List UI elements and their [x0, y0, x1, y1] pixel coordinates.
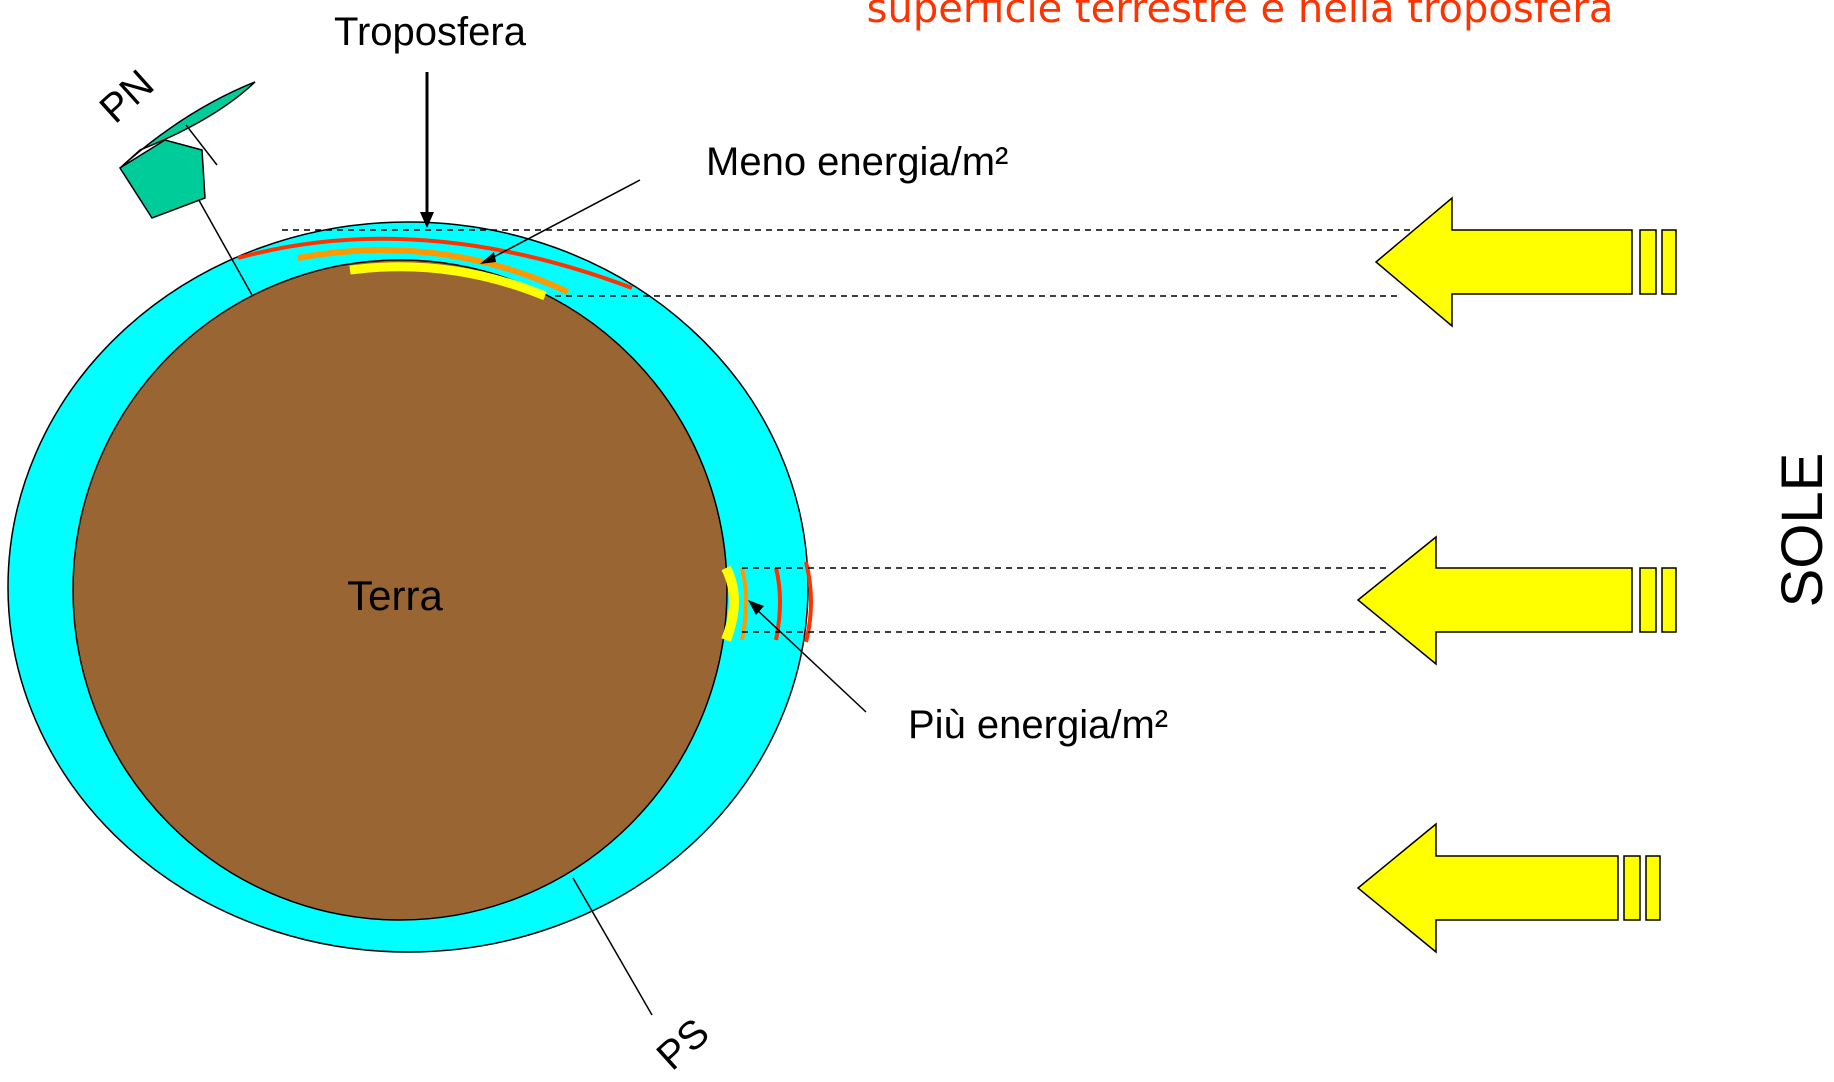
header-text: superficie terrestre e nella troposfera	[867, 0, 1614, 32]
earth-circle	[72, 259, 728, 921]
meno-energia-label: Meno energia/m²	[706, 140, 1008, 184]
piu-energia-arrowhead	[748, 600, 764, 615]
terra-label: Terra	[347, 572, 443, 619]
troposfera-arrowhead	[420, 212, 434, 228]
top-red-band	[237, 236, 633, 290]
sun-arrow-icon	[1356, 822, 1661, 954]
piu-energia-pointer	[754, 607, 867, 713]
sun-arrow-icon	[1374, 196, 1677, 328]
north-pole-pointer-icon	[118, 81, 256, 219]
south-axis-line	[572, 877, 653, 1016]
sun-arrow-icon	[1356, 535, 1677, 666]
troposfera-label: Troposfera	[334, 10, 527, 54]
ps-label: PS	[649, 1010, 718, 1078]
piu-energia-label: Più energia/m²	[908, 703, 1168, 747]
right-red-band	[804, 561, 813, 643]
north-axis-line	[195, 194, 253, 296]
sole-label: SOLE	[1770, 453, 1834, 608]
ray-lines	[282, 229, 1410, 633]
top-orange-band	[297, 247, 570, 295]
right-yellow-band	[721, 565, 739, 642]
meno-energia-arrowhead	[480, 252, 496, 264]
pn-label: PN	[92, 62, 163, 132]
top-yellow-band	[349, 262, 547, 301]
meno-energia-pointer	[487, 179, 641, 261]
